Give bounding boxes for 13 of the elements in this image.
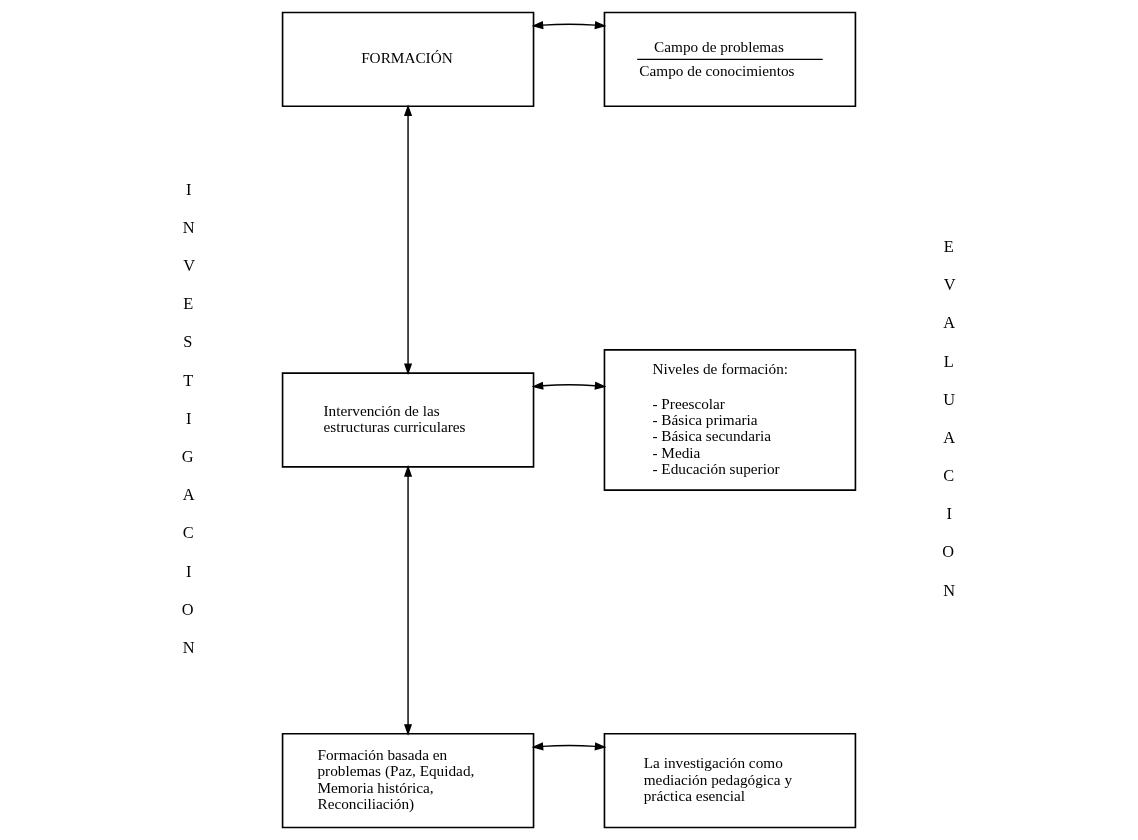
node-box: FORMACIÓN — [281, 11, 535, 108]
arrow — [404, 465, 413, 736]
arrow — [404, 104, 413, 376]
arrow — [531, 742, 607, 751]
node-box: Campo de problemas Campo de conocimientos — [603, 11, 857, 108]
label: INVESTIGACION — [181, 179, 196, 657]
arrow — [531, 21, 607, 30]
label: EVALUACION — [942, 236, 956, 600]
node-box: Intervención de las estructuras curriculares — [281, 372, 535, 468]
node-box: Formación basada en problemas (Paz, Equidad, Memoria histórica, Reconciliación) — [281, 732, 535, 829]
node-box: Niveles de formación: - Preescolar - Básica primaria - Básica secundaria - Media - Educación superior — [603, 349, 857, 491]
arrow — [531, 381, 607, 390]
node-box: La investigación como mediación pedagógica y práctica esencial — [603, 732, 857, 829]
